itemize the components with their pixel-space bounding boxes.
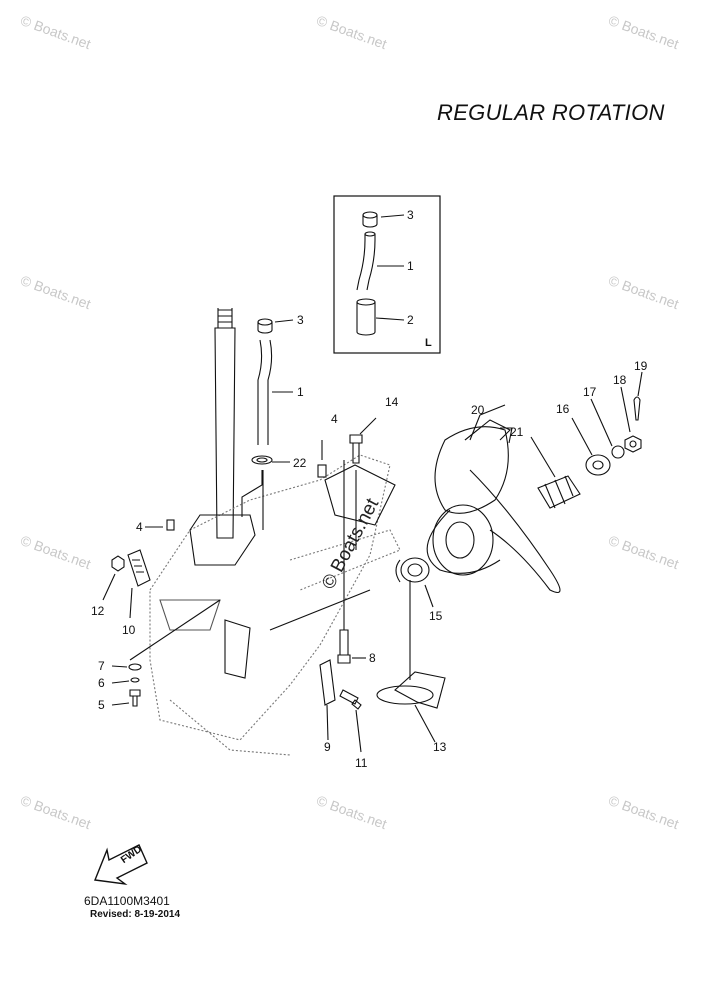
inset-variant-label: L xyxy=(425,337,432,349)
fwd-arrow-icon xyxy=(94,844,148,886)
callout-19: 19 xyxy=(634,359,648,373)
callout-12: 12 xyxy=(91,604,105,618)
callout-4-upper: 4 xyxy=(331,412,338,426)
revised-date: Revised: 8-19-2014 xyxy=(90,909,181,920)
callout-4-left: 4 xyxy=(136,520,143,534)
page-title: REGULAR ROTATION xyxy=(437,100,665,125)
callout-16: 16 xyxy=(556,402,570,416)
callout-14: 14 xyxy=(385,395,399,409)
callout-9: 9 xyxy=(324,740,331,754)
callout-8: 8 xyxy=(369,651,376,665)
callout-11: 11 xyxy=(355,756,368,770)
callout-17: 17 xyxy=(583,385,597,399)
callout-5: 5 xyxy=(98,698,105,712)
callout-21: 21 xyxy=(510,425,524,439)
callout-10: 10 xyxy=(122,623,136,637)
part-code: 6DA1100M3401 xyxy=(84,894,170,908)
callout-6: 6 xyxy=(98,676,105,690)
callout-3: 3 xyxy=(297,313,304,327)
callout-18: 18 xyxy=(613,373,627,387)
inset-box xyxy=(333,195,441,354)
callout-22: 22 xyxy=(293,456,307,470)
callout-7: 7 xyxy=(98,659,105,673)
callout-15: 15 xyxy=(429,609,443,623)
inset-callout-3: 3 xyxy=(407,208,414,222)
inset-callout-2: 2 xyxy=(407,313,414,327)
callout-20: 20 xyxy=(471,403,485,417)
inset-callout-1: 1 xyxy=(407,259,414,273)
callout-13: 13 xyxy=(433,740,447,754)
callout-1: 1 xyxy=(297,385,304,399)
